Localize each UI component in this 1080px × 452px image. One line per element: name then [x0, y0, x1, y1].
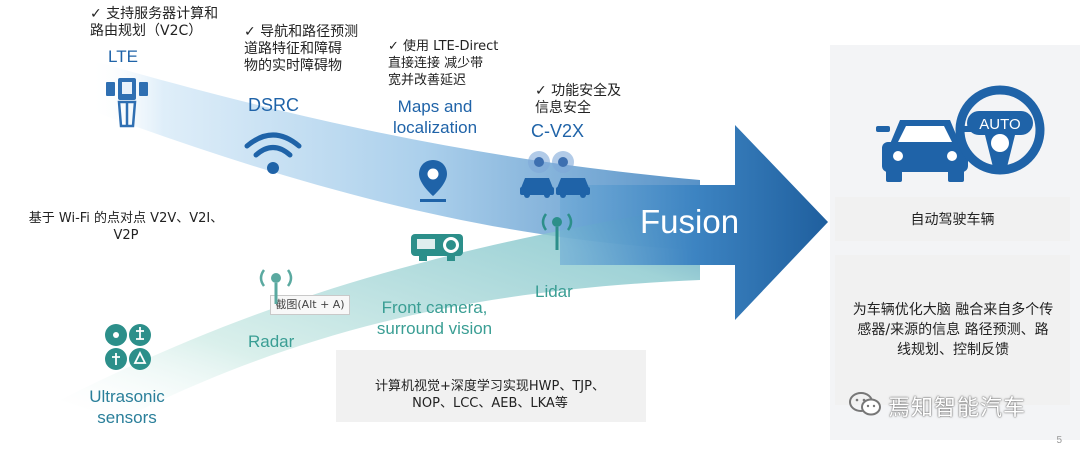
radar-icon [259, 269, 293, 304]
lte-label: LTE [108, 47, 138, 66]
auto-label: AUTO [979, 116, 1021, 133]
connected-cars-icon [520, 151, 590, 198]
lidar-label: Lidar [535, 282, 573, 301]
wechat-icon [849, 392, 881, 416]
page-number: 5 [1056, 435, 1062, 446]
lte-direct-note: ✓ 使用 LTE-Direct 直接连接 减少带 宽并改善延迟 [388, 39, 499, 88]
lidar-icon [541, 213, 573, 250]
fusion-arrow [560, 125, 828, 320]
map-pin-icon [419, 160, 447, 202]
ultrasonic-label: Ultrasonic sensors [89, 387, 165, 427]
top-swoosh [90, 60, 700, 250]
screenshot-tooltip: 截图(Alt + A) [270, 295, 350, 315]
wifi-note: 基于 Wi-Fi 的点对点 V2V、V2I、 V2P [28, 211, 224, 243]
maps-label: Maps and localization [392, 97, 478, 137]
cv2x-note: ✓ 功能安全及 信息安全 [535, 83, 622, 116]
vision-note: 计算机视觉+深度学习实现HWP、TJP、 NOP、LCC、AEB、LKA等 [375, 379, 605, 411]
camera-icon [411, 234, 463, 261]
radar-label: Radar [248, 332, 295, 351]
brain-note-box [835, 255, 1070, 405]
brain-note: 为车辆优化大脑 融合来自多个传 感器/来源的信息 路径预测、路 线规划、控制反馈 [852, 302, 1054, 358]
autonomous-box [835, 197, 1070, 241]
dsrc-note: ✓ 导航和路径预测 道路特征和障碍 物的实时障碍物 [244, 24, 359, 74]
cell-tower-icon [106, 78, 148, 128]
dsrc-label: DSRC [248, 95, 300, 115]
steering-wheel-icon [955, 85, 1045, 175]
autonomous-label: 自动驾驶车辆 [910, 212, 995, 228]
cv2x-label: C-V2X [531, 121, 585, 141]
ultrasonic-sensors-icon [105, 324, 151, 370]
wifi-icon [244, 132, 302, 174]
wifi-note-box [0, 190, 252, 262]
bottom-swoosh [60, 205, 700, 420]
front-camera-label: Front camera, surround vision [376, 298, 493, 338]
vision-note-box [336, 350, 646, 422]
fusion-label: Fusion [640, 203, 740, 240]
v2c-note: ✓ 支持服务器计算和 路由规划（V2C） [90, 6, 219, 39]
watermark: 焉知智能汽车 [888, 396, 1027, 421]
